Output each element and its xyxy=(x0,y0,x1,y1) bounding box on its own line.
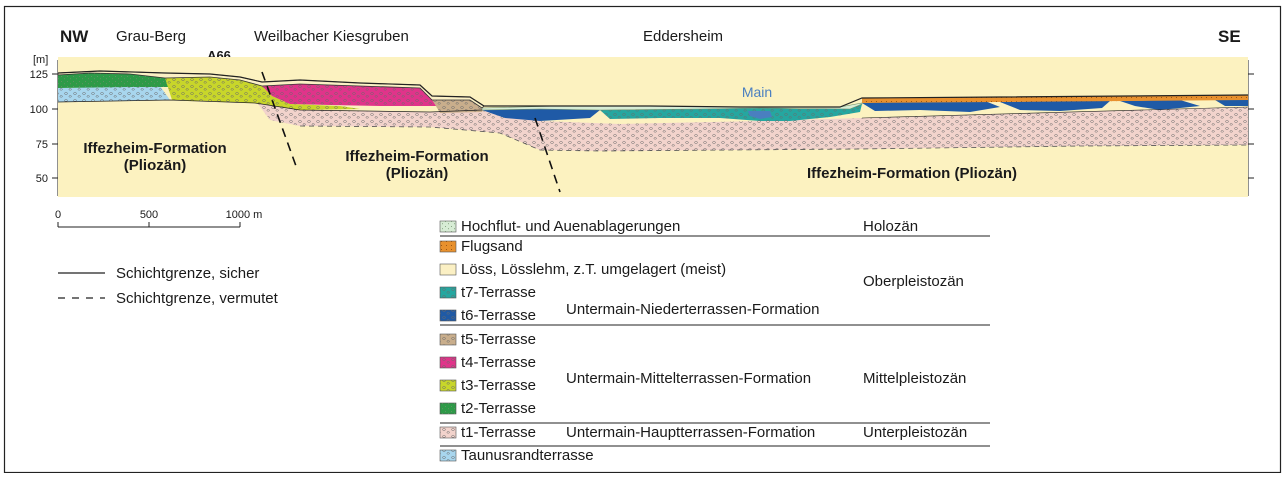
legend-swatch-loess xyxy=(440,264,456,275)
formation-label-middle-1: Iffezheim-Formation xyxy=(345,148,488,165)
epoch-oberpleistozaen: Oberpleistozän xyxy=(863,273,964,290)
elevation-tick-100: 100 xyxy=(30,104,48,116)
scale-tick-0: 0 xyxy=(55,209,61,221)
legend-label-loess: Löss, Lösslehm, z.T. umgelagert (meist) xyxy=(461,261,726,278)
legend-label-hochflut: Hochflut- und Auenablagerungen xyxy=(461,218,680,235)
elevation-tick-75: 75 xyxy=(36,139,48,151)
formation-mittelterrassen-label: Untermain-Mittelterrassen-Formation xyxy=(566,370,811,387)
elevation-tick-125: 125 xyxy=(30,69,48,81)
scale-tick-1000: 1000 m xyxy=(226,209,263,221)
location-grau-berg: Grau-Berg xyxy=(116,28,186,45)
legend-label-t4: t4-Terrasse xyxy=(461,354,536,371)
legend-label-t7: t7-Terrasse xyxy=(461,284,536,301)
formation-label-middle-2: (Pliozän) xyxy=(386,165,449,182)
formation-niederterrassen-label: Untermain-Niederterrassen-Formation xyxy=(566,301,819,318)
direction-nw-label: NW xyxy=(60,27,89,46)
formation-label-west-1: Iffezheim-Formation xyxy=(83,140,226,157)
epoch-unterpleistozaen: Unterpleistozän xyxy=(863,424,967,441)
river-main-label: Main xyxy=(742,84,772,100)
legend-label-t6: t6-Terrasse xyxy=(461,307,536,324)
scale-bar: 0 500 1000 m xyxy=(55,209,262,227)
legend: Hochflut- und Auenablagerungen Flugsand … xyxy=(440,218,990,464)
formation-label-west-2: (Pliozän) xyxy=(124,157,187,174)
location-weilbacher-kiesgruben: Weilbacher Kiesgruben xyxy=(254,28,409,45)
formation-label-east: Iffezheim-Formation (Pliozän) xyxy=(807,165,1017,182)
epoch-holozaen: Holozän xyxy=(863,218,918,235)
cross-section xyxy=(58,57,1248,197)
elevation-tick-50: 50 xyxy=(36,173,48,185)
boundary-key: Schichtgrenze, sicher Schichtgrenze, ver… xyxy=(58,265,279,307)
direction-se-label: SE xyxy=(1218,27,1241,46)
scale-tick-500: 500 xyxy=(140,209,158,221)
epoch-mittelpleistozaen: Mittelpleistozän xyxy=(863,370,966,387)
formation-hauptterrassen-label: Untermain-Hauptterrassen-Formation xyxy=(566,424,815,441)
legend-label-taunusrand: Taunusrandterrasse xyxy=(461,447,594,464)
boundary-certain-label: Schichtgrenze, sicher xyxy=(116,265,259,282)
location-eddersheim: Eddersheim xyxy=(643,28,723,45)
legend-label-t2: t2-Terrasse xyxy=(461,400,536,417)
boundary-assumed-label: Schichtgrenze, vermutet xyxy=(116,290,279,307)
elevation-unit-label: [m] xyxy=(33,54,48,66)
legend-label-flugsand: Flugsand xyxy=(461,238,523,255)
legend-label-t5: t5-Terrasse xyxy=(461,331,536,348)
legend-label-t1: t1-Terrasse xyxy=(461,424,536,441)
legend-label-t3: t3-Terrasse xyxy=(461,377,536,394)
